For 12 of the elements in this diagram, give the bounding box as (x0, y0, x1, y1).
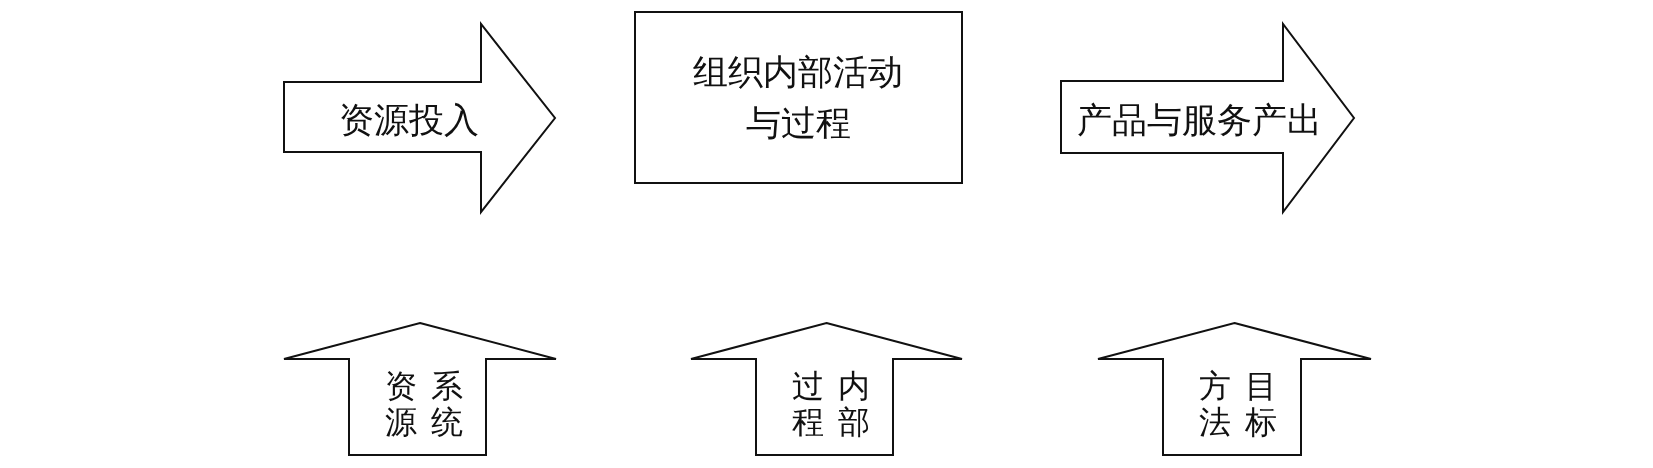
box-label: 组织内部活动与过程 (692, 51, 904, 145)
up-block-arrow (690, 322, 963, 456)
arrow-label: 目标方法 (1198, 368, 1278, 440)
right-block-arrow (1060, 23, 1355, 213)
arrow-label: 系统资源 (384, 368, 464, 440)
arrow-label: 内部过程 (791, 368, 871, 440)
up-block-arrow (1097, 322, 1372, 456)
right-block-arrow (283, 23, 556, 213)
arrow-label: 产品与服务产出 (1076, 99, 1322, 142)
arrow-label: 资源投入 (339, 99, 479, 142)
process-box (634, 11, 963, 184)
up-block-arrow (283, 322, 557, 456)
